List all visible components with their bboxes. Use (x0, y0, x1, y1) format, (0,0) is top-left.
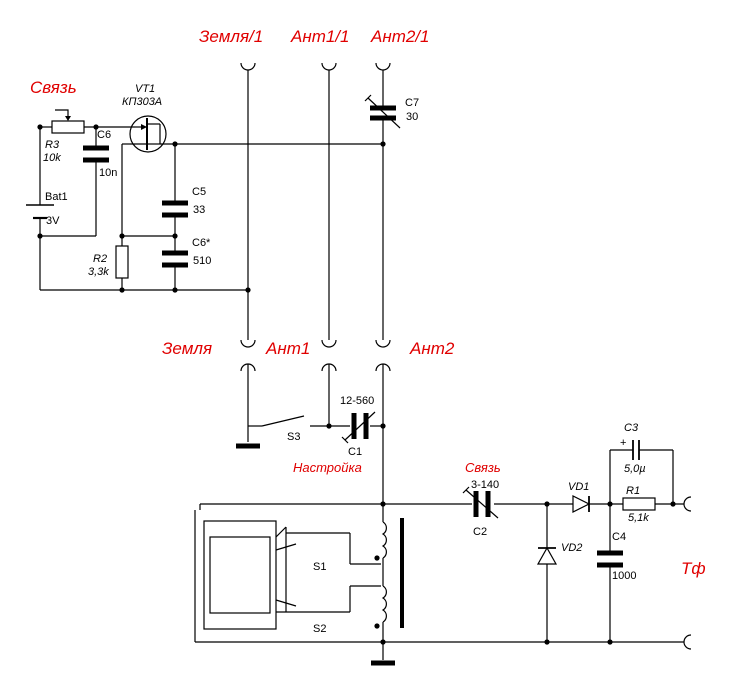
junctions-bottom (380, 501, 676, 645)
capacitor-c4 (597, 504, 623, 642)
label-ant2-1: Ант2/1 (370, 27, 430, 46)
bat1-ref: Bat1 (45, 191, 68, 203)
battery-bat1 (26, 204, 54, 220)
c4-ref: C4 (612, 531, 626, 543)
caption-coupling-bottom: Связь (465, 460, 501, 475)
r2-value: 3,3k (88, 266, 109, 278)
vt1-ref: VT1 (135, 83, 155, 95)
socket-ant1[interactable] (321, 339, 337, 426)
c2-ref: C2 (473, 526, 487, 538)
label-ant1: Ант1 (265, 339, 310, 358)
inductor-coil (374, 504, 404, 642)
resistor-r3 (51, 109, 85, 134)
s2-ref: S2 (313, 623, 326, 635)
socket-ant2[interactable] (375, 339, 391, 504)
switch-s3[interactable] (248, 415, 329, 427)
c6s-ref: C6* (192, 237, 211, 249)
s1-ref: S1 (313, 561, 326, 573)
caption-coupling-top: Связь (30, 78, 77, 97)
label-phones: Тф (681, 559, 706, 578)
socket-ant2-1[interactable] (375, 62, 391, 108)
capacitor-c6-star (162, 250, 188, 268)
ground-symbol-bottom (371, 642, 395, 666)
junctions-top (37, 124, 386, 293)
switch-s1-s2[interactable] (194, 504, 381, 642)
c7-ref: C7 (405, 97, 419, 109)
s3-ref: S3 (287, 431, 300, 443)
c3-ref: C3 (624, 422, 639, 434)
c2-value: 3-140 (471, 479, 499, 491)
c5-value: 33 (193, 204, 205, 216)
c6s-value: 510 (193, 255, 211, 267)
resistor-r2 (115, 245, 129, 279)
r3-value: 10k (43, 152, 61, 164)
label-earth-1: Земля/1 (199, 27, 263, 46)
vd1-ref: VD1 (568, 481, 589, 493)
diode-vd2 (536, 504, 558, 642)
label-earth: Земля (162, 339, 212, 358)
c5-ref: C5 (192, 186, 206, 198)
capacitor-c6 (83, 145, 109, 163)
vt1-type: КП303А (122, 96, 162, 108)
resistor-r1 (622, 497, 656, 511)
r2-ref: R2 (93, 253, 107, 265)
transistor-vt1 (129, 115, 167, 153)
socket-earth[interactable] (240, 339, 256, 426)
ground-symbol-left (236, 426, 260, 449)
c7-value: 30 (406, 111, 418, 123)
label-ant2: Ант2 (409, 339, 455, 358)
diode-vd1 (572, 495, 591, 513)
c1-value: 12-560 (340, 395, 374, 407)
capacitor-c3 (609, 440, 674, 504)
r3-ref: R3 (45, 139, 60, 151)
r1-ref: R1 (626, 485, 640, 497)
vd2-ref: VD2 (561, 542, 582, 554)
r1-value: 5,1k (628, 512, 649, 524)
label-ant1-1: Ант1/1 (290, 27, 350, 46)
caption-tuning: Настройка (293, 460, 362, 475)
c1-ref: C1 (348, 446, 362, 458)
c6-ref: C6 (97, 129, 111, 141)
socket-earth-1[interactable] (240, 62, 256, 290)
c6-value: 10n (99, 167, 117, 179)
socket-ant1-1[interactable] (321, 62, 337, 340)
c3-value: 5,0µ (624, 463, 646, 475)
c3-polarity: + (620, 437, 626, 449)
c4-value: 1000 (612, 570, 636, 582)
bat1-value: 3V (46, 215, 60, 227)
capacitor-c5 (162, 200, 188, 218)
capacitor-c2-coupling[interactable] (462, 486, 499, 519)
capacitor-c1-tuning[interactable] (341, 411, 376, 444)
